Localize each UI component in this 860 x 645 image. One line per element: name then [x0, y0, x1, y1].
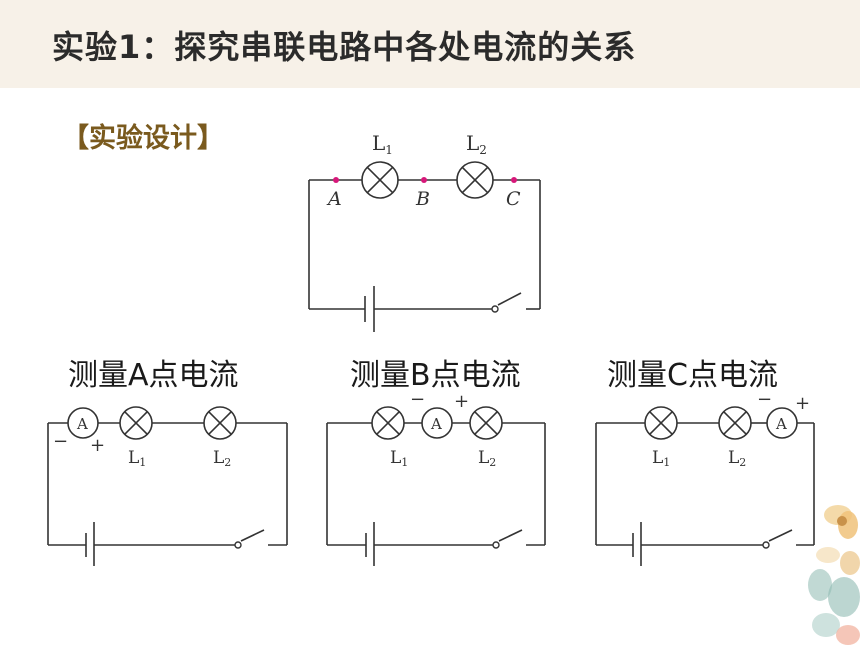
circuit-b-minus-label: − [410, 389, 425, 410]
circuit-a-switch-icon [234, 541, 242, 549]
point-c-label: C [506, 188, 521, 210]
circuit-c-lamp-l1-label: L1 [652, 448, 670, 469]
circuit-c-switch-icon [762, 541, 770, 549]
main-lamp-l1-label: L1 [372, 131, 393, 157]
circuit-c-lamp-l2-icon [718, 406, 752, 440]
circuit-b-switch-icon [492, 541, 500, 549]
circuit-a-lamp-l2-icon [203, 406, 237, 440]
circuit-a-lamp-l2-label: L2 [213, 448, 231, 469]
circuit-a-lamp-l1-icon [119, 406, 153, 440]
circuit-a-lamp-l1-label: L1 [128, 448, 146, 469]
circuit-b-lamp-l2-label: L2 [478, 448, 496, 469]
circuit-c-battery-icon [632, 522, 642, 566]
measure-b-label: 测量B点电流 [350, 358, 521, 393]
circuit-a-minus-label: − [53, 431, 68, 452]
measure-a-label: 测量A点电流 [68, 358, 239, 393]
circuit-b-lamp-l1-icon [371, 406, 405, 440]
circuit-b-lamp-l1-label: L1 [390, 448, 408, 469]
flower-decoration-icon [808, 505, 860, 645]
svg-text:A: A [430, 415, 442, 433]
main-lamp-l1-icon [361, 161, 399, 199]
svg-text:A: A [76, 415, 88, 433]
main-battery-icon [364, 286, 375, 332]
circuit-b-wires [326, 422, 546, 546]
circuit-a-plus-label: + [90, 435, 105, 456]
circuit-b-plus-label: + [454, 391, 469, 412]
circuit-c-ammeter-icon: A [766, 407, 798, 439]
point-a-marker [333, 177, 339, 183]
circuit-c-plus-label: + [795, 393, 810, 414]
section-label: 【实验设计】 [62, 123, 224, 154]
page-title: 实验1：探究串联电路中各处电流的关系 [52, 28, 637, 66]
circuit-b-ammeter-icon: A [421, 407, 453, 439]
main-switch-icon [491, 305, 499, 313]
circuit-a-wires [47, 422, 288, 546]
main-lamp-l2-label: L2 [466, 131, 487, 157]
measure-c-label: 测量C点电流 [607, 358, 778, 393]
circuit-b-battery-icon [365, 522, 375, 566]
point-b-label: B [415, 188, 430, 210]
circuit-b-lamp-l2-icon [469, 406, 503, 440]
main-lamp-l2-icon [456, 161, 494, 199]
circuit-c-lamp-l1-icon [644, 406, 678, 440]
title-bar: 实验1：探究串联电路中各处电流的关系 [0, 0, 860, 88]
svg-text:A: A [775, 415, 787, 433]
point-c-marker [511, 177, 517, 183]
circuit-c-wires [595, 422, 815, 546]
point-a-label: A [326, 188, 342, 210]
circuit-a-ammeter-icon: A [67, 407, 99, 439]
main-circuit-wires [308, 179, 541, 310]
circuit-a-battery-icon [85, 522, 95, 566]
circuit-c-minus-label: − [757, 389, 772, 410]
circuit-c-lamp-l2-label: L2 [728, 448, 746, 469]
point-b-marker [421, 177, 427, 183]
